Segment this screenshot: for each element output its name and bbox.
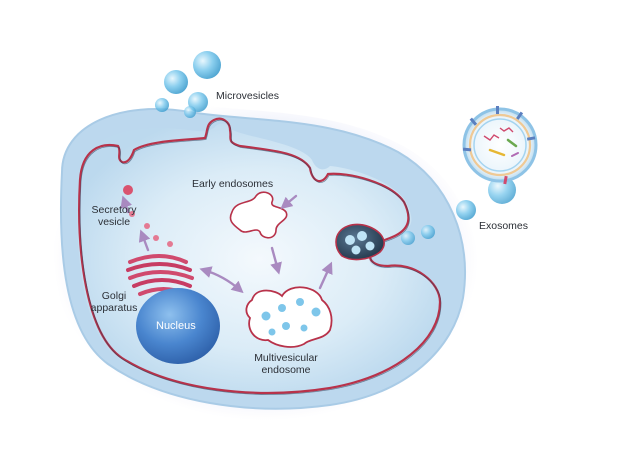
arrow-mve-to-membrane [318, 261, 333, 290]
secretory-vesicles [123, 185, 173, 247]
plasma-membrane [78, 117, 442, 395]
nucleus [136, 288, 220, 364]
label-golgi-apparatus: Golgi apparatus [86, 290, 142, 314]
label-secretory-line2: vesicle [97, 216, 131, 228]
fusing-mvb [335, 223, 385, 261]
label-multivesicular-endosome: Multivesicular endosome [244, 352, 328, 376]
label-early-endosomes: Early endosomes [192, 178, 274, 190]
early-endosome [229, 191, 288, 239]
arrow-secretory-up [120, 195, 132, 214]
multivesicular-endosome [245, 286, 333, 348]
arrow-to-mve [270, 246, 282, 275]
released-exosomes [401, 176, 516, 245]
label-mve-line1: Multivesicular [254, 352, 318, 364]
label-exosomes: Exosomes [479, 220, 529, 232]
plasma-membrane-inner [79, 119, 442, 395]
exosome-detail [462, 106, 538, 185]
microvesicles-group [155, 51, 221, 118]
microvesicle [164, 70, 188, 94]
microvesicle [155, 98, 169, 112]
label-golgi-line2: apparatus [90, 302, 138, 314]
label-golgi-line1: Golgi [101, 290, 127, 302]
arrow-golgi-to-secretory [138, 229, 151, 252]
label-microvesicles: Microvesicles [216, 90, 280, 102]
pathway-arrows [120, 194, 333, 294]
label-nucleus: Nucleus [156, 320, 196, 332]
microvesicle [184, 106, 196, 118]
arrow-golgi-mve [199, 266, 244, 294]
label-secretory-vesicle: Secretory vesicle [86, 204, 142, 228]
label-mve-line2: endosome [261, 364, 311, 376]
label-secretory-line1: Secretory [91, 204, 137, 216]
microvesicle [193, 51, 221, 79]
arrow-to-early-endosome [280, 194, 298, 210]
